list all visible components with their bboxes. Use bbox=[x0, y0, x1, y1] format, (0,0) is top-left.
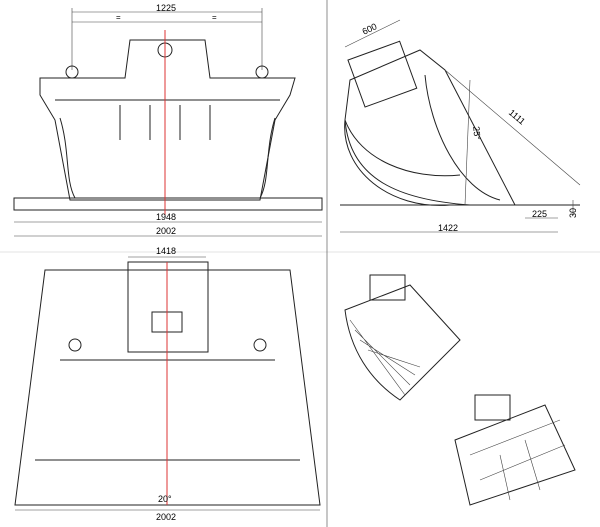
dim-25deg: 25° bbox=[471, 125, 483, 141]
side-coupler bbox=[347, 40, 418, 108]
dim-1225: 1225 bbox=[156, 3, 177, 13]
dim-225: 225 bbox=[532, 209, 548, 219]
dim-30: 30 bbox=[568, 207, 579, 219]
iso-view-1 bbox=[344, 274, 461, 401]
pin-left bbox=[65, 65, 79, 79]
dim-2002-top: 2002 bbox=[156, 512, 177, 522]
top-view bbox=[14, 256, 321, 511]
dim-2002: 2002 bbox=[156, 226, 177, 236]
dim-equal-right: = bbox=[212, 13, 217, 22]
dim-1948: 1948 bbox=[156, 212, 177, 222]
dim-1422: 1422 bbox=[438, 223, 459, 233]
front-view bbox=[13, 8, 323, 237]
dim-line-600 bbox=[344, 19, 401, 48]
side-view bbox=[340, 19, 581, 233]
dim-equal-left: = bbox=[116, 13, 121, 22]
dim-line-1111 bbox=[444, 69, 581, 186]
pin-right bbox=[255, 65, 269, 79]
angle-line-25 bbox=[464, 79, 471, 206]
iso-view-2 bbox=[454, 394, 576, 506]
mounting-plate bbox=[127, 261, 209, 353]
cutting-edge bbox=[13, 197, 323, 211]
dim-20deg: 20° bbox=[158, 494, 172, 504]
bucket-side-outline bbox=[344, 49, 516, 206]
dim-1418: 1418 bbox=[156, 246, 177, 256]
bucket-front-outline bbox=[39, 39, 296, 201]
